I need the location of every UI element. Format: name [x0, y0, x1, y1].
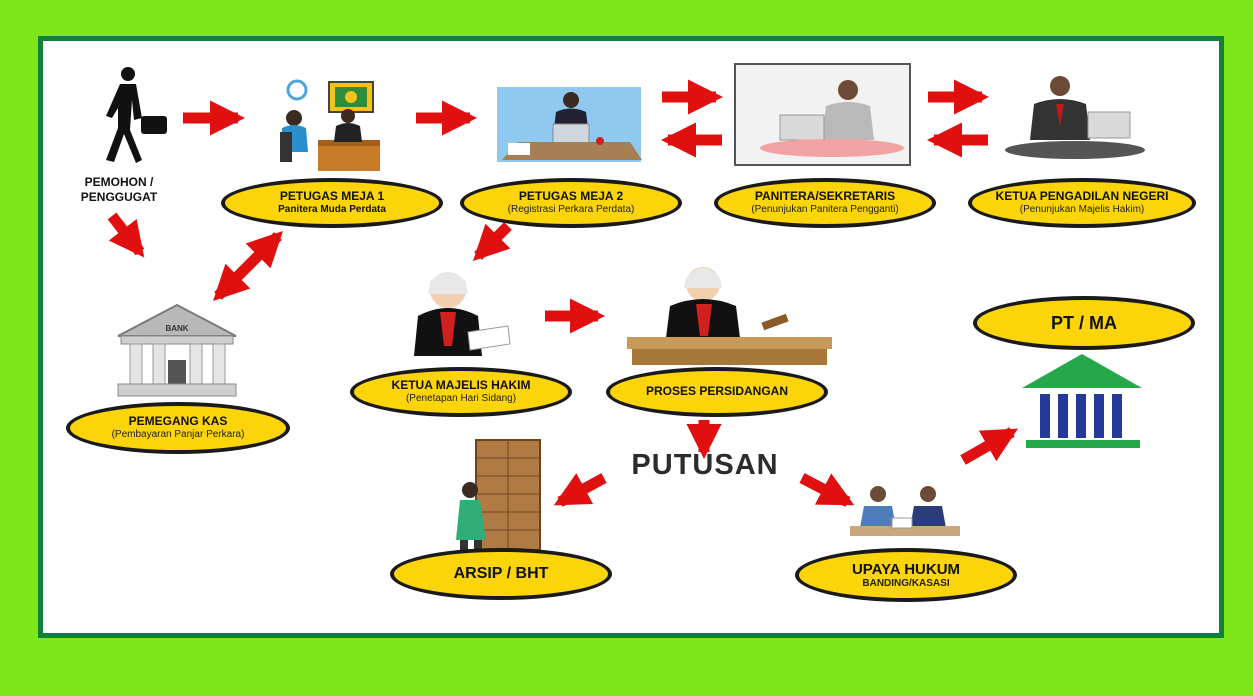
court-chief-illustration	[1005, 76, 1145, 159]
node-title: PT / MA	[1051, 312, 1117, 333]
node-title: ARSIP / BHT	[453, 564, 549, 582]
node-subtitle: (Registrasi Perkara Perdata)	[507, 204, 635, 216]
bank-sign: BANK	[165, 324, 188, 333]
applicant-label-line1: PEMOHON /	[84, 175, 154, 189]
clerk-illustration	[734, 63, 911, 166]
court-session-illustration	[627, 267, 832, 365]
bank-building-icon: BANK	[117, 303, 237, 397]
arrow-upaya-to-ptma	[960, 427, 1019, 465]
node-petugas-meja-2: PETUGAS MEJA 2 (Registrasi Perkara Perda…	[460, 178, 682, 228]
node-title: PETUGAS MEJA 2	[518, 189, 624, 204]
high-court-building-icon	[1022, 354, 1142, 448]
applicant-label: PEMOHON / PENGGUGAT	[64, 175, 174, 205]
arrow-putusan-to-upaya	[799, 473, 855, 507]
node-title: KETUA PENGADILAN NEGERI	[995, 189, 1169, 204]
node-pt-ma: PT / MA	[973, 296, 1195, 350]
arrow-meja2-to-majelis	[473, 222, 512, 261]
node-subtitle: (Pembayaran Panjar Perkara)	[111, 429, 245, 441]
node-title: UPAYA HUKUM	[851, 560, 961, 578]
node-subtitle: BANDING/KASASI	[862, 577, 950, 589]
node-upaya-hukum: UPAYA HUKUM BANDING/KASASI	[795, 548, 1017, 602]
node-title: PETUGAS MEJA 1	[279, 189, 385, 204]
node-arsip-bht: ARSIP / BHT	[390, 548, 612, 600]
node-ketua-majelis-hakim: KETUA MAJELIS HAKIM (Penetapan Hari Sida…	[350, 367, 572, 417]
arrow-applicant-to-kas	[107, 212, 145, 258]
node-proses-persidangan: PROSES PERSIDANGAN	[606, 367, 828, 417]
node-ketua-pengadilan-negeri: KETUA PENGADILAN NEGERI (Penunjukan Maje…	[968, 178, 1196, 228]
node-subtitle: (Penunjukan Panitera Pengganti)	[751, 204, 899, 216]
node-petugas-meja-1: PETUGAS MEJA 1 Panitera Muda Perdata	[221, 178, 443, 228]
legal-appeal-illustration	[850, 486, 960, 536]
node-subtitle: (Penetapan Hari Sidang)	[405, 393, 517, 405]
arrow-meja1-kas	[213, 231, 283, 301]
arrow-putusan-to-arsip	[553, 473, 607, 507]
desk-officer-2-illustration	[497, 87, 642, 162]
archive-cabinet-illustration	[456, 439, 541, 560]
desk-officer-1-illustration	[280, 79, 380, 171]
node-title: PANITERA/SEKRETARIS	[754, 189, 896, 204]
node-pemegang-kas: PEMEGANG KAS (Pembayaran Panjar Perkara)	[66, 402, 290, 454]
node-title: KETUA MAJELIS HAKIM	[391, 378, 531, 393]
walking-man-icon	[106, 67, 167, 163]
node-subtitle: (Penunjukan Majelis Hakim)	[1019, 204, 1145, 216]
node-title: PEMEGANG KAS	[128, 414, 228, 429]
applicant-label-line2: PENGGUGAT	[80, 190, 158, 204]
chief-judge-illustration	[414, 272, 511, 356]
node-title: PROSES PERSIDANGAN	[645, 384, 789, 399]
flow-arrows	[107, 79, 1019, 507]
putusan-heading: PUTUSAN	[631, 449, 779, 481]
node-subtitle: Panitera Muda Perdata	[278, 204, 386, 216]
node-panitera: PANITERA/SEKRETARIS (Penunjukan Panitera…	[714, 178, 936, 228]
